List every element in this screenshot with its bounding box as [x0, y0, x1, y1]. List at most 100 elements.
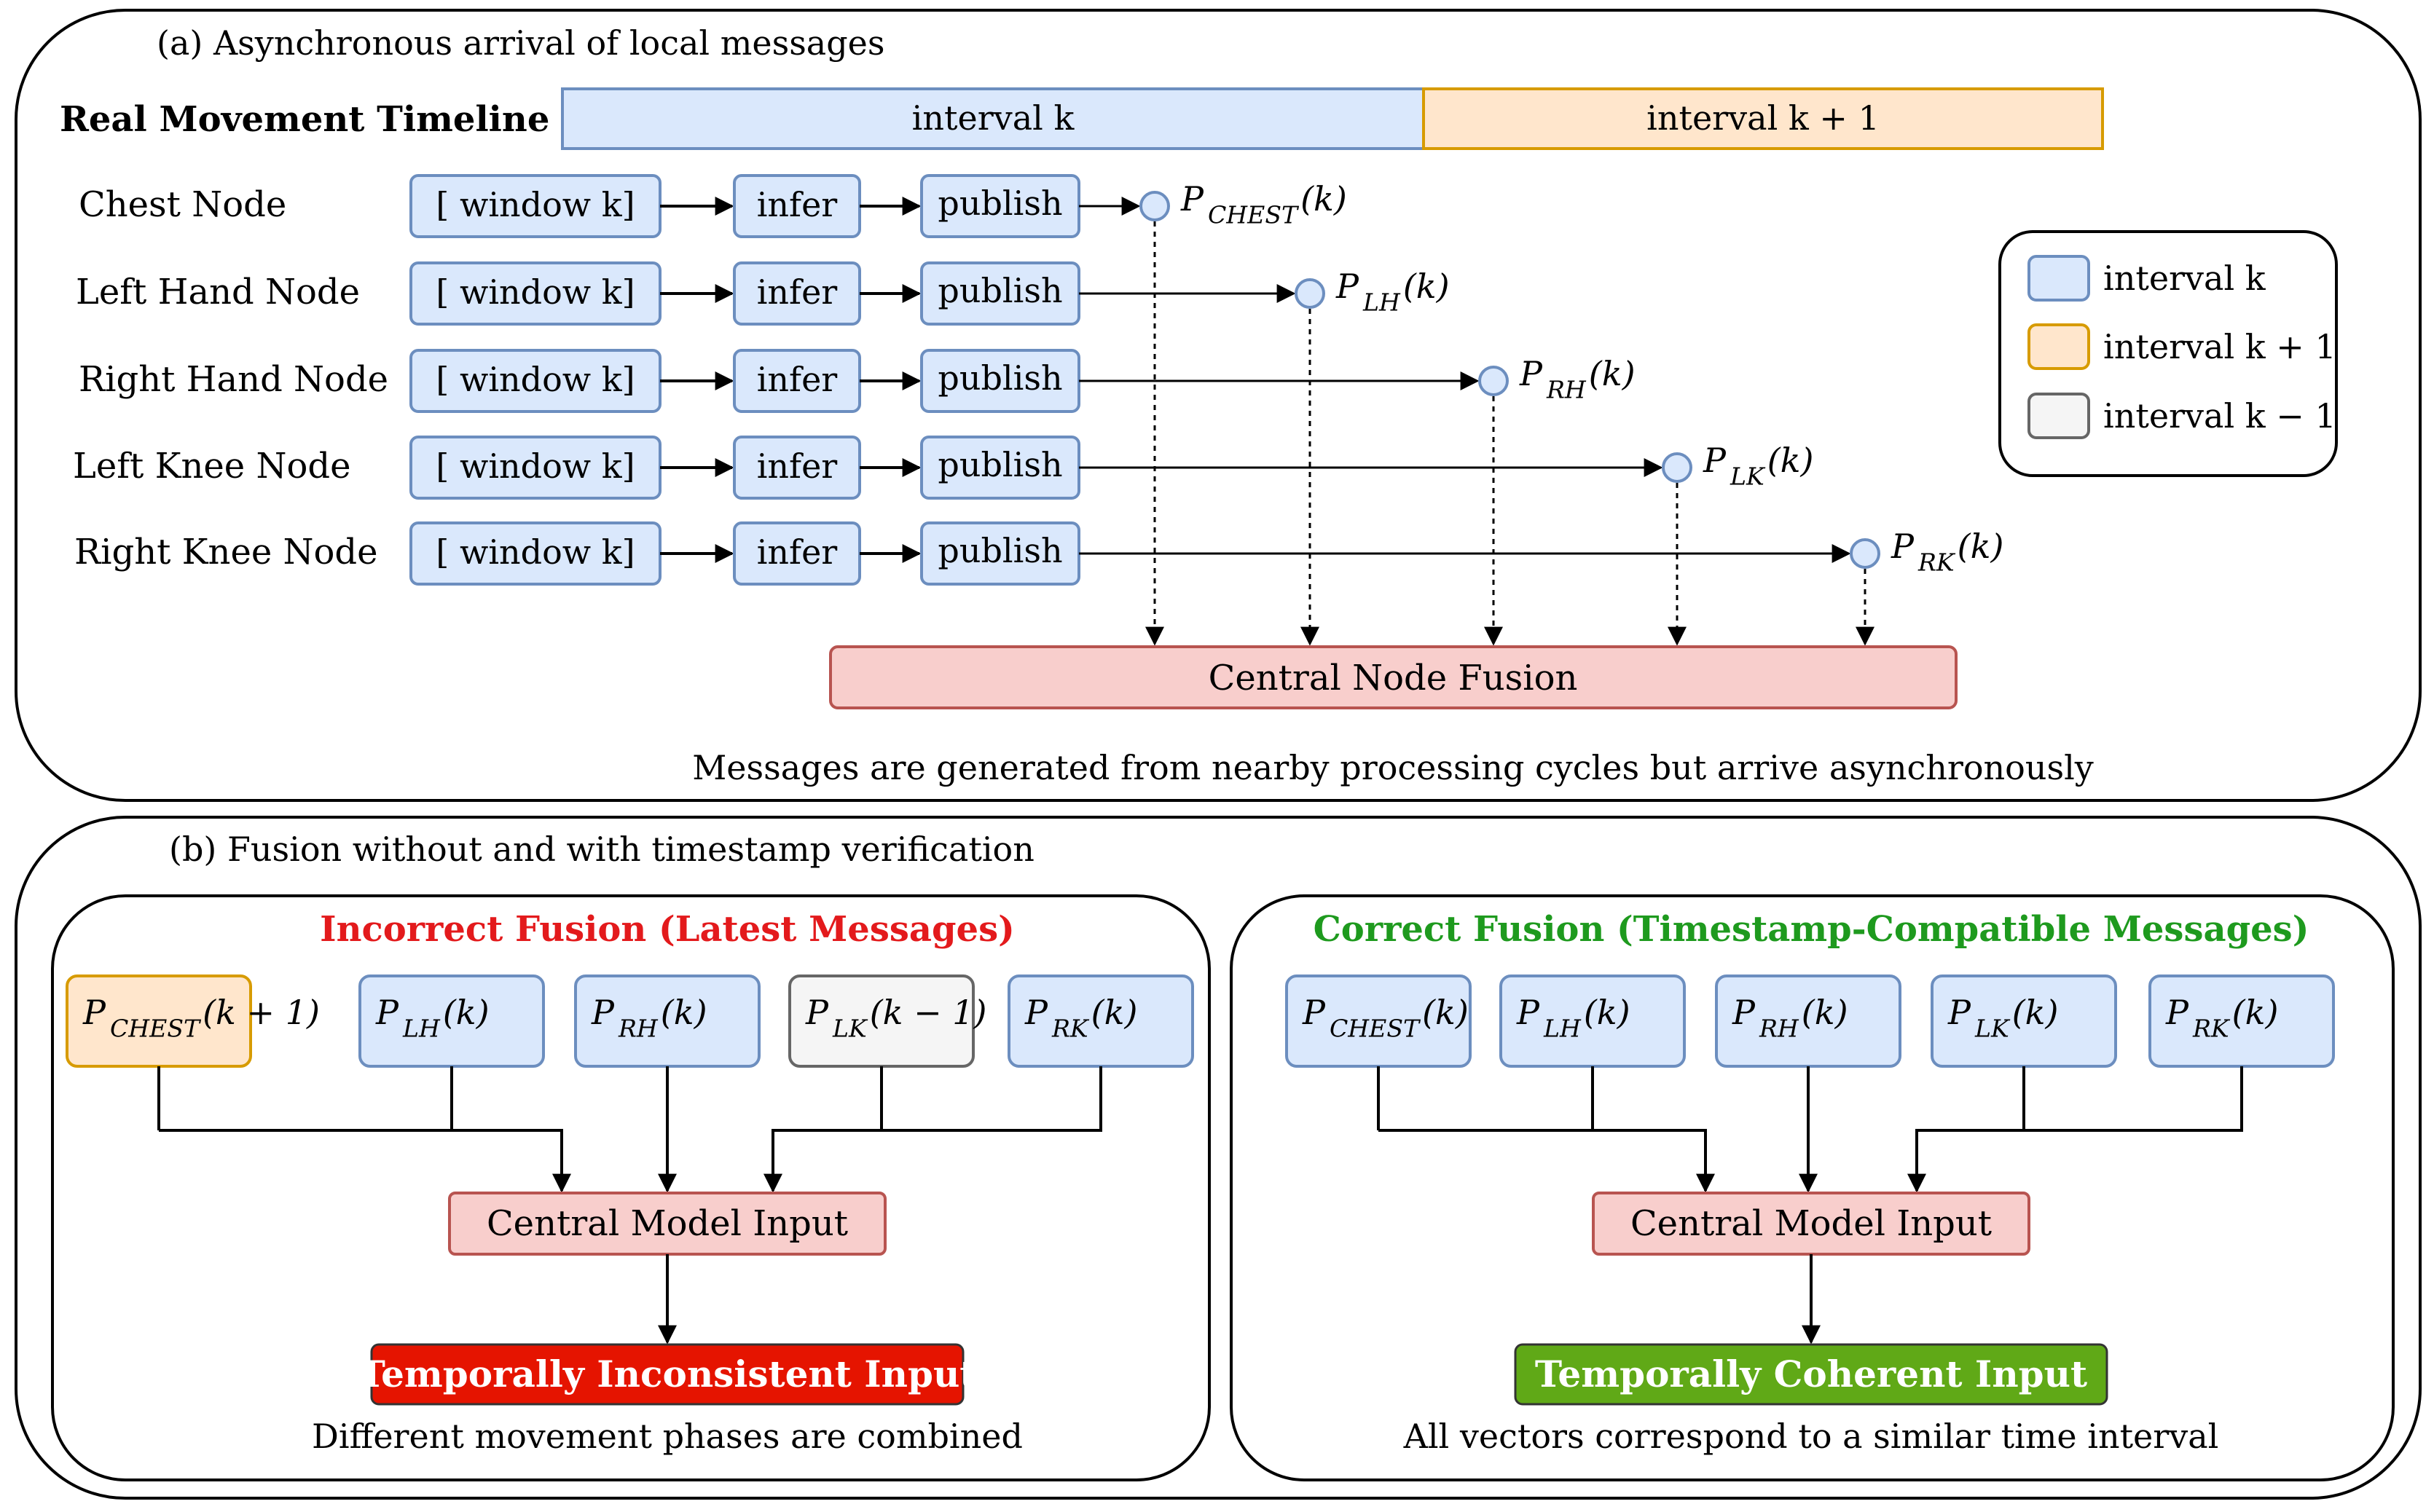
incorrect-message-label-3-main: P — [805, 993, 829, 1032]
window-label-4: [ window k] — [436, 532, 635, 572]
infer-label-2: infer — [757, 360, 838, 399]
correct-message-label-3-sub: LK — [1974, 1014, 2011, 1042]
incorrect-conn-right — [763, 1066, 1102, 1193]
correct-message-label-0-arg: (k) — [1422, 993, 1469, 1032]
panel-a-caption: Messages are generated from nearby proce… — [692, 748, 2094, 787]
panel-b-title: (b) Fusion without and with timestamp ve… — [169, 830, 1035, 869]
message-label-3-arg: (k) — [1767, 441, 1814, 480]
correct-message-label-3-arg: (k) — [2012, 993, 2059, 1032]
legend-label-2: interval k − 1 — [2103, 396, 2336, 436]
message-label-0-sub: CHEST — [1208, 200, 1300, 229]
correct-message-label-2-main: P — [1732, 993, 1756, 1032]
message-label-3-main: P — [1703, 441, 1727, 480]
legend-swatch-0 — [2027, 255, 2090, 302]
message-label-1-sub: LH — [1362, 288, 1401, 316]
window-label-0: [ window k] — [436, 185, 635, 224]
correct-message-label-0-main: P — [1302, 993, 1326, 1032]
incorrect-message-label-4-main: P — [1024, 993, 1048, 1032]
timeline-interval-k1-label: interval k + 1 — [1646, 98, 1880, 138]
timeline-interval-k — [561, 87, 1425, 150]
incorrect-message-label-0-sub: CHEST — [110, 1014, 202, 1042]
incorrect-central-model-input-label: Central Model Input — [487, 1203, 848, 1244]
correct-conn-left — [1378, 1129, 1715, 1193]
incorrect-message-label-2-arg: (k) — [661, 993, 707, 1032]
incorrect-caption: Different movement phases are combined — [312, 1417, 1023, 1456]
incorrect-message-label-4-sub: RK — [1051, 1014, 1090, 1042]
correct-message-label-4-main: P — [2165, 993, 2189, 1032]
correct-message-label-3-main: P — [1947, 993, 1971, 1032]
incorrect-message-label-2-main: P — [591, 993, 615, 1032]
correct-result-label: Temporally Coherent Input — [1535, 1352, 2087, 1395]
message-label-1-arg: (k) — [1403, 267, 1450, 306]
incorrect-message-label-0-arg: (k + 1) — [203, 993, 320, 1032]
publish-label-0: publish — [938, 184, 1062, 223]
incorrect-message-label-2-sub: RH — [618, 1014, 659, 1042]
message-label-4-arg: (k) — [1958, 527, 2004, 566]
legend-label-1: interval k + 1 — [2103, 327, 2336, 366]
infer-label-3: infer — [757, 446, 838, 486]
node-label-4: Right Knee Node — [74, 532, 378, 572]
incorrect-result-label: Temporally Inconsistent Input — [358, 1352, 977, 1395]
message-circle-2 — [1478, 366, 1509, 396]
message-label-2-main: P — [1519, 354, 1543, 393]
message-circle-4 — [1850, 538, 1880, 569]
incorrect-result-box — [370, 1343, 965, 1406]
publish-label-3: publish — [938, 445, 1062, 484]
legend-swatch-1 — [2027, 323, 2090, 370]
incorrect-message-label-0-main: P — [82, 993, 106, 1032]
correct-conn-right — [1907, 1066, 2243, 1193]
central-node-fusion-label: Central Node Fusion — [1209, 658, 1578, 698]
message-label-0-main: P — [1180, 179, 1204, 218]
publish-label-1: publish — [938, 271, 1062, 310]
window-label-1: [ window k] — [436, 272, 635, 312]
message-label-4-sub: RK — [1917, 548, 1956, 576]
correct-message-label-2-sub: RH — [1759, 1014, 1799, 1042]
incorrect-message-label-4-arg: (k) — [1091, 993, 1138, 1032]
node-label-3: Left Knee Node — [73, 446, 350, 487]
correct-message-label-4-arg: (k) — [2232, 993, 2279, 1032]
message-label-3-sub: LK — [1730, 462, 1766, 490]
timeline-interval-k-label: interval k — [912, 98, 1075, 138]
incorrect-message-label-1-arg: (k) — [443, 993, 490, 1032]
timeline-interval-k1 — [1422, 87, 2104, 150]
incorrect-message-label-3-arg: (k − 1) — [870, 993, 987, 1032]
incorrect-message-label-3-sub: LK — [832, 1014, 868, 1042]
correct-message-label-1-main: P — [1516, 993, 1540, 1032]
message-label-4-main: P — [1891, 527, 1915, 566]
correct-central-model-input-label: Central Model Input — [1630, 1203, 1992, 1244]
infer-label-0: infer — [757, 185, 838, 224]
publish-label-4: publish — [938, 531, 1062, 570]
message-circle-1 — [1295, 278, 1325, 309]
correct-fusion-title: Correct Fusion (Timestamp-Compatible Mes… — [1314, 909, 2309, 950]
node-label-1: Left Hand Node — [76, 272, 360, 312]
correct-result-box — [1514, 1343, 2108, 1406]
message-label-2-sub: RH — [1546, 375, 1587, 403]
node-label-0: Chest Node — [79, 184, 286, 225]
incorrect-conn-left — [159, 1129, 571, 1193]
central-node-fusion — [829, 645, 1958, 709]
timeline-label: Real Movement Timeline — [60, 99, 549, 140]
message-label-1-main: P — [1335, 267, 1359, 306]
